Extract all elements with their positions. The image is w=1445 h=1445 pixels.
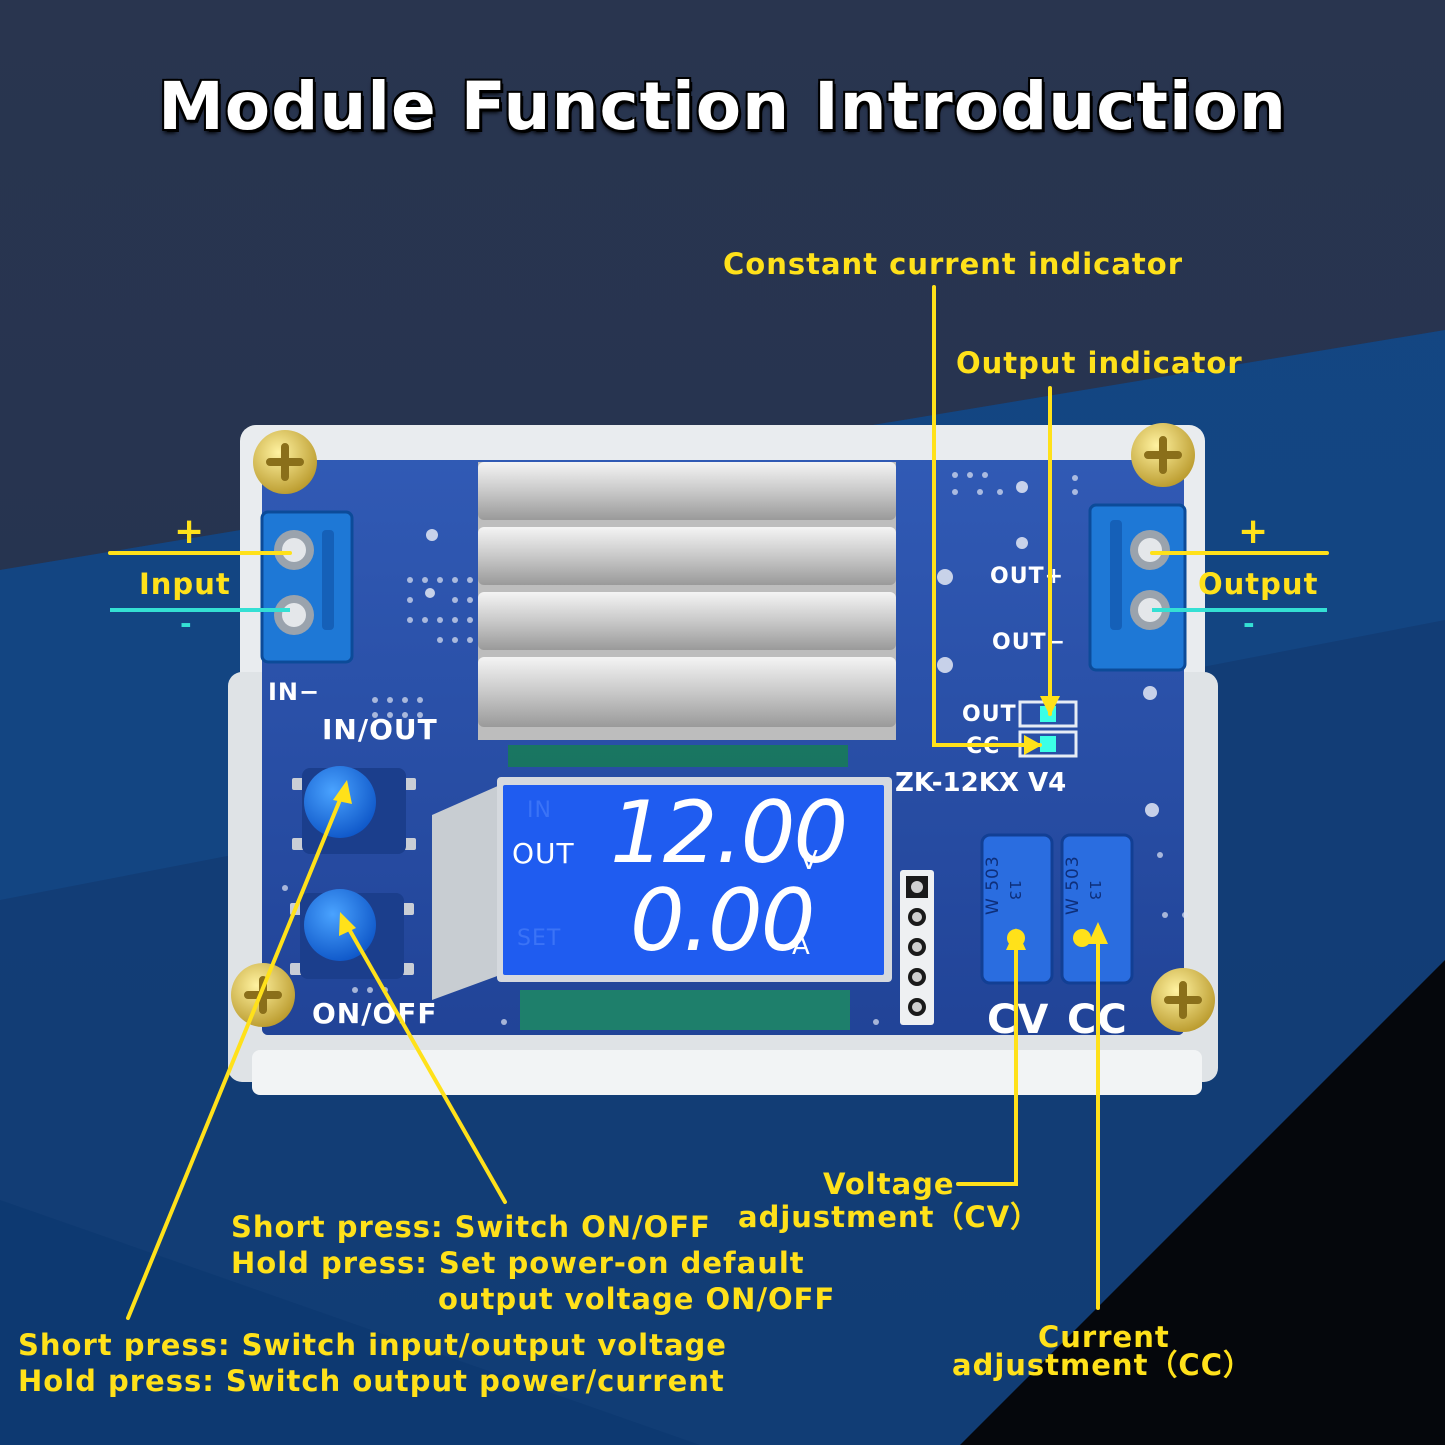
- page-title: Module Function Introduction: [158, 68, 1287, 145]
- screw-bottom-left-icon: [231, 963, 295, 1027]
- inout-hold-press-text: Hold press: Switch output power/current: [18, 1364, 725, 1398]
- input-plus-sign: +: [174, 511, 206, 552]
- output-terminal: [1088, 503, 1187, 672]
- in-out-button-label: IN/OUT: [322, 713, 438, 746]
- out-plus-label: OUT+: [990, 564, 1065, 589]
- lcd-voltage-value: 12.00: [610, 783, 848, 883]
- lcd-set-label: SET: [517, 926, 562, 951]
- output-label: Output: [1198, 567, 1319, 601]
- input-label: Input: [139, 567, 231, 601]
- voltage-adjust-label-line2: adjustment（CV）: [738, 1200, 1041, 1234]
- screw-top-left-icon: [253, 430, 317, 494]
- on-off-button-label: ON/OFF: [312, 997, 438, 1030]
- lcd-in-label: IN: [527, 798, 552, 823]
- out-minus-label: OUT−: [992, 630, 1067, 655]
- inout-short-press-text: Short press: Switch input/output voltage: [18, 1328, 727, 1362]
- screw-top-right-icon: [1131, 423, 1195, 487]
- screw-bottom-right-icon: [1151, 968, 1215, 1032]
- input-minus-sign: -: [180, 607, 193, 640]
- onoff-hold-press-text-cont: output voltage ON/OFF: [438, 1282, 836, 1316]
- cc-indicator-label: Constant current indicator: [723, 247, 1183, 281]
- lcd-voltage-unit: V: [800, 846, 819, 876]
- pin-header: [900, 870, 934, 1025]
- voltage-adjust-label-line1: Voltage: [823, 1167, 955, 1201]
- lcd-current-value: 0.00: [630, 871, 815, 971]
- output-indicator-label: Output indicator: [956, 346, 1243, 380]
- current-adjust-label-line1: Current: [1038, 1320, 1170, 1354]
- current-adjust-label-line2: adjustment（CC）: [952, 1348, 1253, 1382]
- output-plus-sign: +: [1238, 511, 1270, 552]
- onoff-short-press-text: Short press: Switch ON/OFF: [231, 1210, 711, 1244]
- input-terminal: [260, 510, 354, 664]
- output-minus-sign: -: [1243, 607, 1256, 640]
- lcd-current-unit: A: [792, 931, 811, 961]
- model-label: ZK-12KX V4: [895, 768, 1067, 798]
- lcd-out-label: OUT: [512, 837, 575, 870]
- lcd-pins: [508, 745, 850, 1030]
- onoff-hold-press-text: Hold press: Set power-on default: [231, 1246, 805, 1280]
- heatsink: [478, 462, 896, 740]
- led-out-label: OUT: [962, 702, 1017, 727]
- in-minus-label: IN−: [268, 678, 321, 706]
